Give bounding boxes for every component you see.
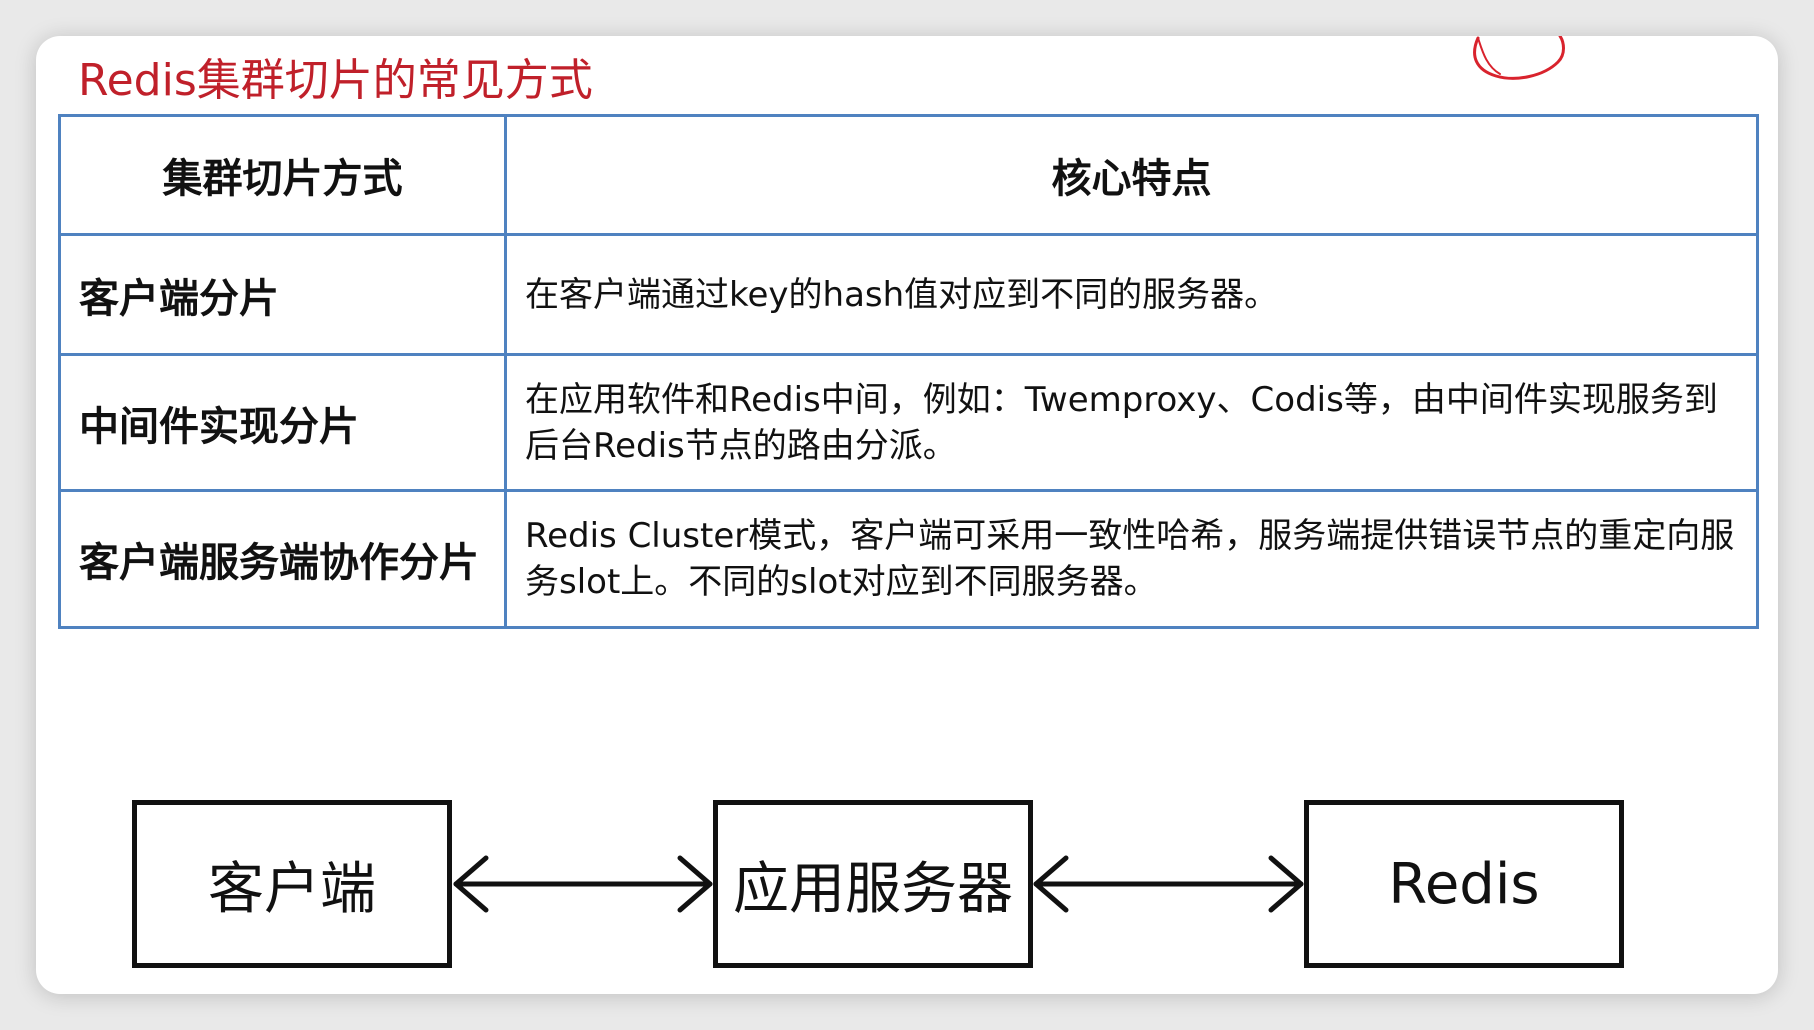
diagram-arrows bbox=[453, 855, 1304, 913]
slide: Redis集群切片的常见方式 集群切片方式 核心特点 客户端分片 在客户端通过k… bbox=[36, 36, 1778, 994]
slide-title: Redis集群切片的常见方式 bbox=[78, 55, 593, 106]
arrow-right-head-icon bbox=[1268, 855, 1304, 913]
table-row: 客户端分片 在客户端通过key的hash值对应到不同的服务器。 bbox=[58, 233, 1759, 356]
sharding-methods-table: 集群切片方式 核心特点 客户端分片 在客户端通过key的hash值对应到不同的服… bbox=[58, 114, 1759, 629]
redis-node: Redis bbox=[1304, 800, 1624, 968]
feature-cell: 在应用软件和Redis中间，例如：Twemproxy、Codis等，由中间件实现… bbox=[504, 353, 1759, 492]
app-server-node: 应用服务器 bbox=[713, 800, 1033, 968]
red-annotation-scribble bbox=[1473, 36, 1565, 80]
column-header-feature: 核心特点 bbox=[504, 114, 1759, 236]
architecture-diagram: 客户端 应用服务器 Redis bbox=[36, 36, 1778, 994]
arrow-right-head-icon bbox=[677, 855, 713, 913]
feature-cell: 在客户端通过key的hash值对应到不同的服务器。 bbox=[504, 233, 1759, 356]
feature-cell: Redis Cluster模式，客户端可采用一致性哈希，服务端提供错误节点的重定… bbox=[504, 489, 1759, 629]
method-cell: 客户端服务端协作分片 bbox=[58, 489, 507, 629]
arrow-left-head-icon bbox=[1033, 855, 1069, 913]
arrow-left-head-icon bbox=[453, 855, 489, 913]
slide-frame: Redis集群切片的常见方式 集群切片方式 核心特点 客户端分片 在客户端通过k… bbox=[36, 36, 1778, 994]
table-row: 客户端服务端协作分片 Redis Cluster模式，客户端可采用一致性哈希，服… bbox=[58, 489, 1759, 629]
column-header-method: 集群切片方式 bbox=[58, 114, 507, 236]
method-cell: 中间件实现分片 bbox=[58, 353, 507, 492]
method-cell: 客户端分片 bbox=[58, 233, 507, 356]
client-node: 客户端 bbox=[132, 800, 452, 968]
table-header-row: 集群切片方式 核心特点 bbox=[58, 114, 1759, 236]
table-row: 中间件实现分片 在应用软件和Redis中间，例如：Twemproxy、Codis… bbox=[58, 353, 1759, 492]
